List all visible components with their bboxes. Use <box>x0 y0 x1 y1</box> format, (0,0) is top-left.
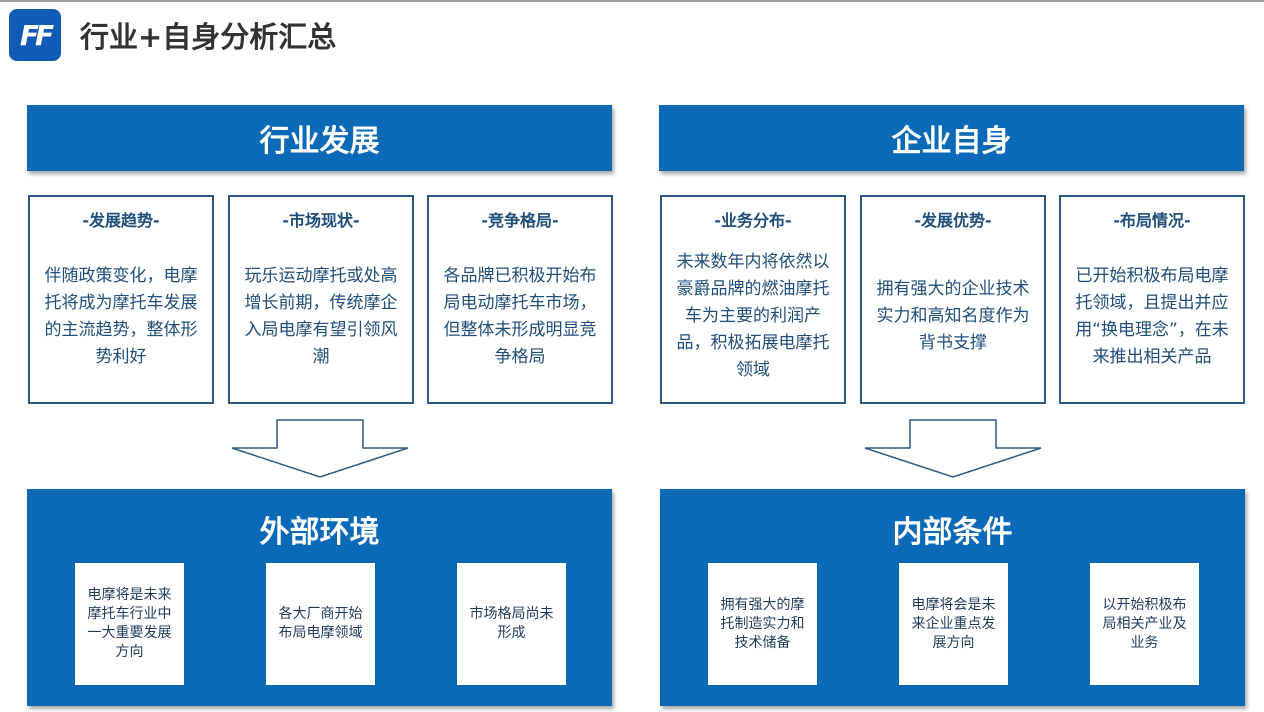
card-body: 伴随政策变化，电摩托将成为摩托车发展的主流趋势，整体形势利好 <box>44 265 198 367</box>
internal-item: 以开始积极布局相关产业及业务 <box>1090 563 1199 685</box>
card-heading: -布局情况- <box>1113 211 1191 230</box>
industry-card-competition: -竞争格局- 各品牌已积极开始布局电动摩托车市场，但整体未形成明显竞争格局 <box>427 195 613 404</box>
card-body: 已开始积极布局电摩托领域，且提出并应用“换电理念”，在未来推出相关产品 <box>1075 265 1229 367</box>
company-logo: FF <box>9 9 61 61</box>
down-arrow-icon <box>864 419 1042 478</box>
external-item: 市场格局尚未形成 <box>457 563 566 685</box>
company-card-advantage: -发展优势- 拥有强大的企业技术实力和高知名度作为背书支撑 <box>860 195 1046 404</box>
external-item: 电摩将是未来摩托车行业中一大重要发展方向 <box>75 563 184 685</box>
card-body: 玩乐运动摩托或处高增长前期，传统摩企入局电摩有望引领风潮 <box>244 265 398 367</box>
company-header: 企业自身 <box>659 105 1244 171</box>
down-arrow-icon <box>231 419 409 478</box>
card-heading: -发展优势- <box>914 211 992 230</box>
card-body: 各品牌已积极开始布局电动摩托车市场，但整体未形成明显竞争格局 <box>443 265 597 367</box>
card-heading: -业务分布- <box>714 211 792 230</box>
internal-item: 电摩将会是未来企业重点发展方向 <box>899 563 1008 685</box>
panel-title: 内部条件 <box>892 515 1013 550</box>
page-title: 行业+自身分析汇总 <box>80 20 337 54</box>
card-heading: -竞争格局- <box>481 211 559 230</box>
internal-item: 拥有强大的摩托制造实力和技术储备 <box>708 563 817 685</box>
external-item: 各大厂商开始布局电摩领域 <box>266 563 375 685</box>
company-card-business: -业务分布- 未来数年内将依然以豪爵品牌的燃油摩托车为主要的利润产品，积极拓展电摩… <box>660 195 846 404</box>
company-card-layout: -布局情况- 已开始积极布局电摩托领域，且提出并应用“换电理念”，在未来推出相关产… <box>1059 195 1245 404</box>
industry-card-trend: -发展趋势- 伴随政策变化，电摩托将成为摩托车发展的主流趋势，整体形势利好 <box>28 195 214 404</box>
card-heading: -发展趋势- <box>82 211 160 230</box>
industry-header: 行业发展 <box>27 105 612 171</box>
card-body: 拥有强大的企业技术实力和高知名度作为背书支撑 <box>876 279 1030 353</box>
card-body: 未来数年内将依然以豪爵品牌的燃油摩托车为主要的利润产品，积极拓展电摩托领域 <box>676 252 830 380</box>
industry-card-market: -市场现状- 玩乐运动摩托或处高增长前期，传统摩企入局电摩有望引领风潮 <box>228 195 414 404</box>
card-heading: -市场现状- <box>282 211 360 230</box>
internal-panel: 内部条件 拥有强大的摩托制造实力和技术储备 电摩将会是未来企业重点发展方向 以开… <box>660 489 1245 706</box>
external-panel: 外部环境 电摩将是未来摩托车行业中一大重要发展方向 各大厂商开始布局电摩领域 市… <box>27 489 612 706</box>
top-divider <box>0 0 1264 2</box>
panel-title: 外部环境 <box>259 515 380 550</box>
